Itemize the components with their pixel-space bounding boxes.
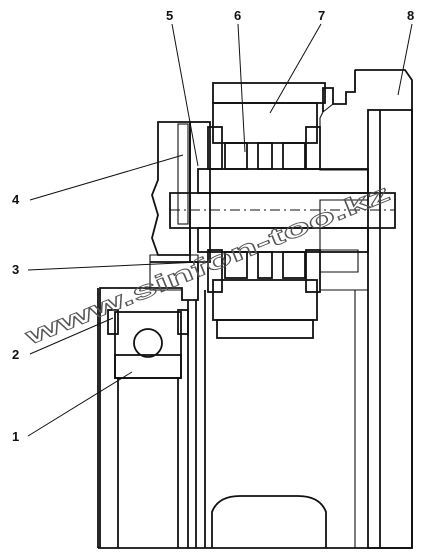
shaft (169, 192, 396, 229)
leader-3 (27, 261, 201, 271)
part-8-flange (319, 69, 413, 549)
leader-1 (27, 371, 133, 437)
watermark: www.sinfon-too.kz (20, 179, 393, 351)
callout-3: 3 (12, 262, 19, 277)
leader-8 (397, 23, 413, 96)
callout-8: 8 (407, 8, 414, 23)
callout-2: 2 (12, 347, 19, 362)
leader-4 (29, 154, 184, 201)
callout-6: 6 (234, 8, 241, 23)
callout-4: 4 (12, 192, 20, 207)
leader-5 (171, 23, 199, 167)
leader-lines (27, 23, 413, 437)
leader-7 (269, 23, 322, 114)
callout-1: 1 (12, 429, 19, 444)
leader-6 (237, 23, 246, 153)
callout-7: 7 (318, 8, 325, 23)
leader-2 (29, 317, 114, 355)
part-2-seal (107, 309, 189, 335)
callout-5: 5 (166, 8, 173, 23)
part-5-plate (189, 121, 211, 263)
part-4-plate (151, 121, 191, 256)
callout-labels: 1 2 3 4 5 6 7 8 (12, 8, 414, 444)
part-1-ball-bearing (114, 311, 182, 548)
